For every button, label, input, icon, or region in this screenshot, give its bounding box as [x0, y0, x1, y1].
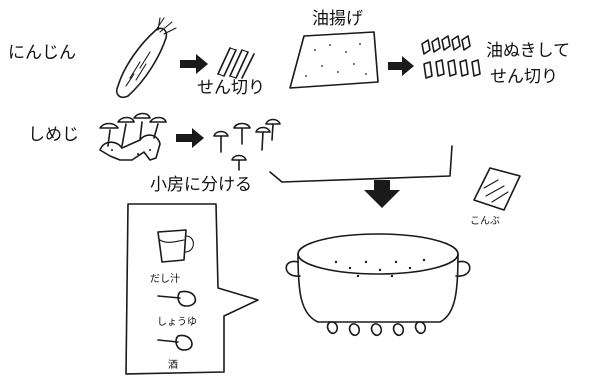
label-julienne-carrot: せん切り — [197, 78, 265, 98]
label-sake: 酒 — [168, 360, 178, 371]
label-oil-removal-line1: 油ぬきして — [486, 41, 571, 61]
arrow-3-icon — [176, 128, 204, 148]
pot-illustration — [285, 233, 471, 337]
cut-tofu-strips-illustration — [421, 35, 481, 79]
burner-flames-icon — [326, 321, 427, 337]
label-kombu: こんぶ — [470, 216, 500, 227]
teaspoon-icon — [157, 334, 193, 351]
label-separate-clusters: 小房に分ける — [150, 175, 252, 195]
arrow-2-icon — [388, 56, 414, 76]
seasonings-panel — [125, 203, 259, 375]
label-soy-sauce: しょうゆ — [157, 317, 197, 328]
julienned-carrot-illustration — [217, 47, 255, 79]
separated-mushrooms-illustration — [213, 118, 281, 171]
label-shimeji: しめじ — [28, 125, 79, 145]
label-fried-tofu: 油揚げ — [312, 9, 363, 29]
label-oil-removal-line2: せん切り — [490, 67, 558, 87]
joining-bracket-line — [269, 145, 453, 183]
label-carrot: にんじん — [8, 43, 76, 63]
label-dashi-stock: だし汁 — [150, 274, 180, 285]
measuring-cup-icon — [157, 229, 187, 263]
arrow-1-icon — [180, 54, 208, 74]
tablespoon-icon — [157, 290, 197, 307]
carrot-illustration — [115, 17, 177, 99]
fried-tofu-illustration — [289, 31, 379, 89]
arrow-down-icon — [364, 180, 400, 208]
shimeji-cluster-illustration — [99, 112, 167, 161]
kombu-illustration — [473, 167, 521, 211]
